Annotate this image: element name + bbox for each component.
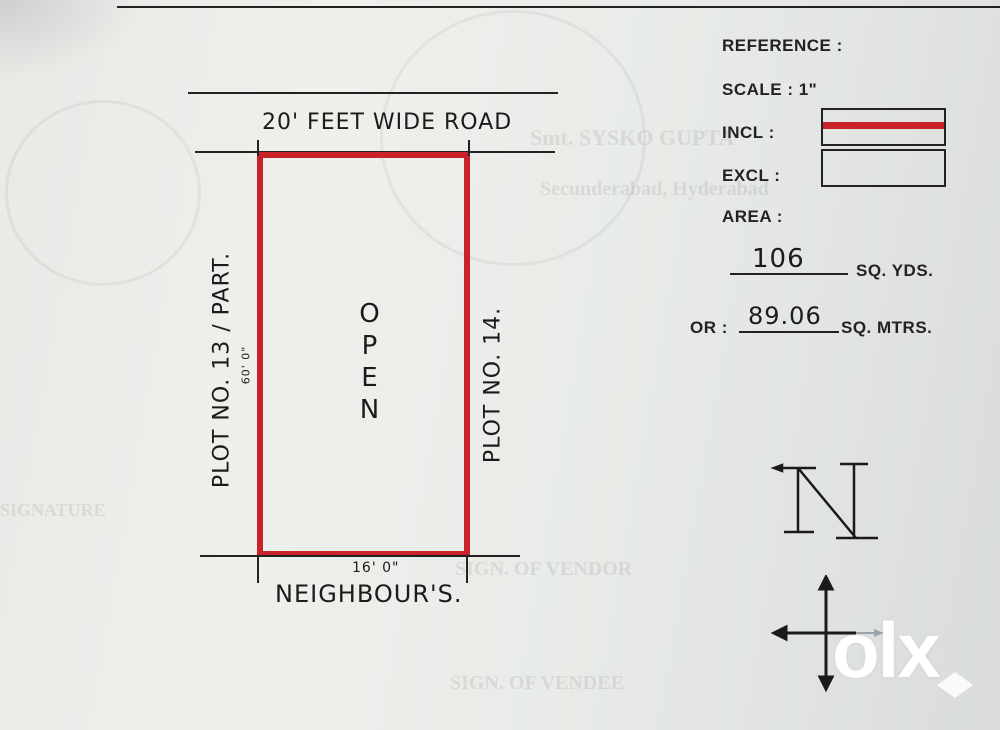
incl-legend-box bbox=[821, 108, 946, 146]
area-sq-mtrs-value: 89.06 bbox=[748, 302, 822, 330]
west-dimension: 60' 0" bbox=[239, 345, 253, 385]
incl-label: INCL : bbox=[722, 123, 775, 142]
open-letter: P bbox=[361, 331, 379, 361]
paper-shadow bbox=[0, 0, 140, 80]
scale-label: SCALE : 1" bbox=[722, 80, 818, 99]
plot-boundary-included bbox=[257, 152, 470, 557]
area-sq-yds-value: 106 bbox=[752, 244, 805, 274]
faint-signature-label: SIGNATURE bbox=[0, 500, 106, 520]
excl-legend-box bbox=[821, 149, 946, 187]
top-border-line bbox=[117, 6, 1000, 8]
faint-stamp-text: Secunderabad, Hyderabad bbox=[540, 178, 769, 200]
open-label: O P E N bbox=[358, 298, 382, 426]
corner-tick bbox=[257, 140, 259, 156]
faint-stamp-ring bbox=[380, 10, 646, 266]
corner-tick bbox=[257, 555, 259, 583]
faint-stamp-text: Smt. SYSKO GUPTA bbox=[530, 125, 735, 150]
road-label: 20' FEET WIDE ROAD bbox=[262, 110, 513, 135]
open-letter: N bbox=[359, 395, 381, 425]
corner-tick bbox=[466, 555, 468, 583]
sq-mtrs-unit: SQ. MTRS. bbox=[841, 318, 933, 337]
excl-label: EXCL : bbox=[722, 166, 781, 185]
road-top-line bbox=[188, 92, 558, 94]
sq-yds-underline bbox=[730, 273, 848, 275]
south-dimension: 16' 0" bbox=[352, 560, 400, 576]
open-letter: O bbox=[359, 299, 381, 329]
south-boundary-line bbox=[200, 555, 520, 557]
open-letter: E bbox=[361, 363, 379, 393]
faint-stamp-ring-left bbox=[5, 100, 201, 286]
faint-sign-vendor: SIGN. OF VENDOR bbox=[455, 558, 633, 580]
or-label: OR : bbox=[690, 318, 728, 337]
incl-red-line bbox=[823, 122, 944, 129]
west-plot-label: PLOT NO. 13 / PART. bbox=[209, 251, 235, 489]
corner-tick bbox=[468, 140, 470, 156]
sq-mtrs-underline bbox=[739, 331, 839, 333]
east-plot-label: PLOT NO. 14. bbox=[480, 306, 506, 464]
compass-arrow-icon bbox=[770, 575, 884, 693]
olx-watermark-logo: olx bbox=[832, 606, 941, 694]
south-neighbour-label: NEIGHBOUR'S. bbox=[275, 580, 463, 608]
reference-label: REFERENCE : bbox=[722, 36, 843, 55]
north-letter-icon bbox=[770, 462, 878, 540]
sq-yds-unit: SQ. YDS. bbox=[856, 261, 934, 280]
area-label: AREA : bbox=[722, 207, 783, 226]
olx-watermark-diamond-icon bbox=[937, 672, 973, 698]
faint-sign-vendee: SIGN. OF VENDEE bbox=[450, 672, 624, 694]
